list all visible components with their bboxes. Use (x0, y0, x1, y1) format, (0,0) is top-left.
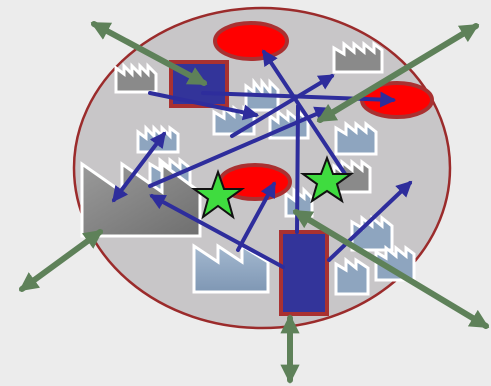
green-star-icon (190, 168, 246, 220)
external-double-arrow (316, 23, 480, 123)
blue-rect-icon (279, 230, 329, 316)
factory-icon (192, 243, 270, 294)
external-double-arrow (18, 229, 104, 292)
external-double-arrow (292, 209, 490, 329)
red-oval-icon (213, 21, 289, 61)
internal-arrow (148, 91, 260, 121)
internal-arrow (262, 49, 347, 176)
factory-icon (334, 120, 378, 156)
green-star-icon (299, 155, 355, 204)
internal-arrow (149, 194, 285, 269)
external-double-arrow (90, 21, 208, 86)
internal-arrow (230, 74, 335, 138)
internal-arrow (112, 131, 166, 203)
internal-arrow (236, 181, 276, 252)
